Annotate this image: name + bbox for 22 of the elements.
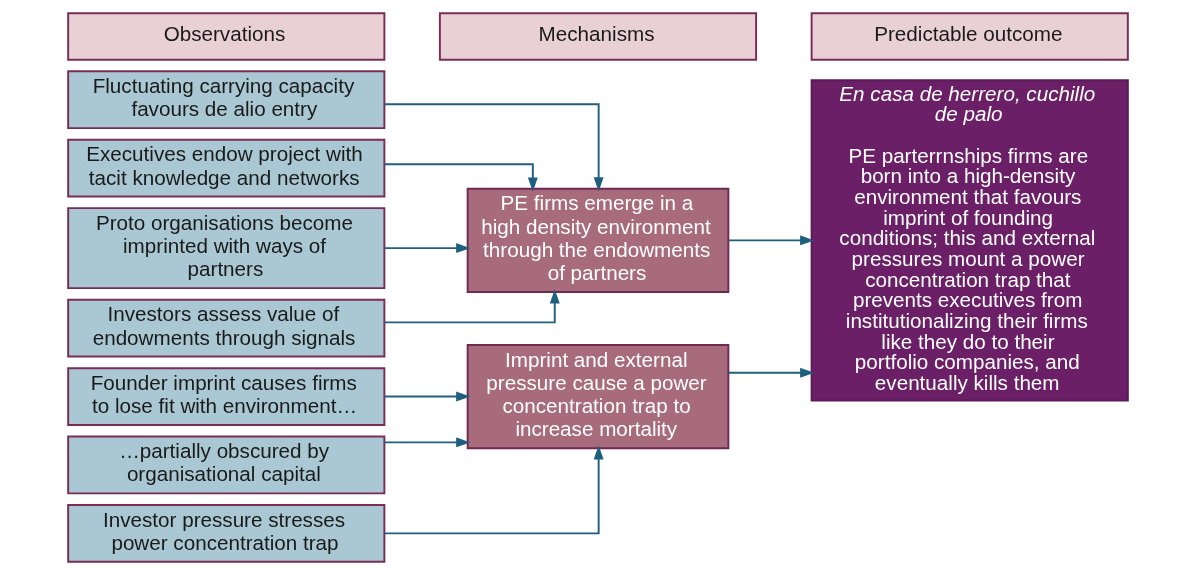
arrow	[383, 103, 604, 192]
node-box: Fluctuating carrying capacity favours de alio entry	[67, 70, 386, 130]
node-box: …partially obscured by organisational capital	[67, 435, 386, 495]
arrow	[727, 367, 815, 378]
node-box: Predictable outcome	[810, 12, 1129, 61]
node-box: En casa de herrero, cuchillo de palo PE parterrnships firms are born into a high-density environment that favours imprint of founding conditions; this and external pressures mount a power concentration trap that prevents executives from institutionalizing their firms like they do to their portfolio companies, and eventually kills them	[810, 79, 1129, 402]
node-box: Investor pressure stresses power concentration trap	[67, 504, 386, 563]
arrow	[383, 163, 538, 192]
arrow	[383, 391, 471, 402]
node-box: PE firms emerge in a high density environment through the endowments of partners	[466, 187, 730, 293]
node-box: Executives endow project with tacit knowledge and networks	[67, 138, 386, 198]
arrow	[383, 243, 471, 254]
arrow	[383, 437, 471, 448]
arrow	[383, 445, 604, 535]
node-box: Observations	[67, 12, 386, 61]
node-box: Imprint and external pressure cause a power concentration trap to increase mortality	[466, 343, 730, 450]
arrow	[727, 235, 815, 246]
node-box: Investors assess value of endowments through signals	[67, 298, 386, 358]
node-box: Founder imprint causes firms to lose fit with environment…	[67, 367, 386, 426]
node-box: Proto organisations become imprinted with ways of partners	[67, 207, 386, 290]
arrow	[383, 289, 560, 324]
node-box: Mechanisms	[438, 12, 758, 61]
